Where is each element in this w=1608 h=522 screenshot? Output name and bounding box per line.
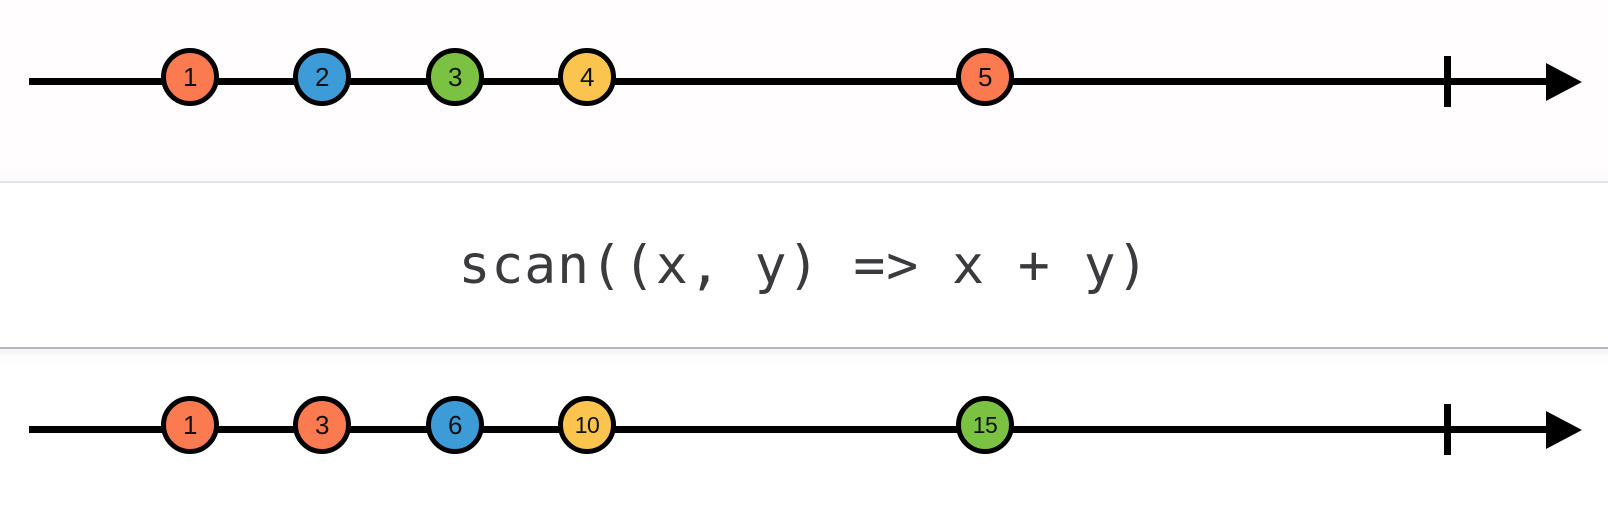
source-marble[interactable]: 4 xyxy=(558,48,616,106)
output-panel: 1 3 6 10 15 xyxy=(0,349,1608,522)
output-marble[interactable]: 3 xyxy=(293,396,351,454)
source-marble[interactable]: 2 xyxy=(293,48,351,106)
output-complete-tick-icon xyxy=(1444,404,1451,455)
source-timeline: 1 2 3 4 5 xyxy=(0,28,1608,138)
source-arrow-icon xyxy=(1546,63,1582,101)
source-marble[interactable]: 1 xyxy=(161,48,219,106)
operator-label: scan((x, y) => x + y) xyxy=(458,234,1150,296)
output-marble[interactable]: 6 xyxy=(426,396,484,454)
source-panel: 1 2 3 4 5 xyxy=(0,0,1608,181)
output-axis-line xyxy=(29,426,1551,433)
output-timeline: 1 3 6 10 15 xyxy=(0,376,1608,486)
operator-panel: scan((x, y) => x + y) xyxy=(0,181,1608,349)
source-marble[interactable]: 5 xyxy=(956,48,1014,106)
output-marble[interactable]: 15 xyxy=(956,396,1014,454)
source-axis-line xyxy=(29,78,1551,85)
output-marble[interactable]: 10 xyxy=(558,396,616,454)
source-complete-tick-icon xyxy=(1444,56,1451,107)
output-arrow-icon xyxy=(1546,411,1582,449)
source-marble[interactable]: 3 xyxy=(426,48,484,106)
output-marble[interactable]: 1 xyxy=(161,396,219,454)
